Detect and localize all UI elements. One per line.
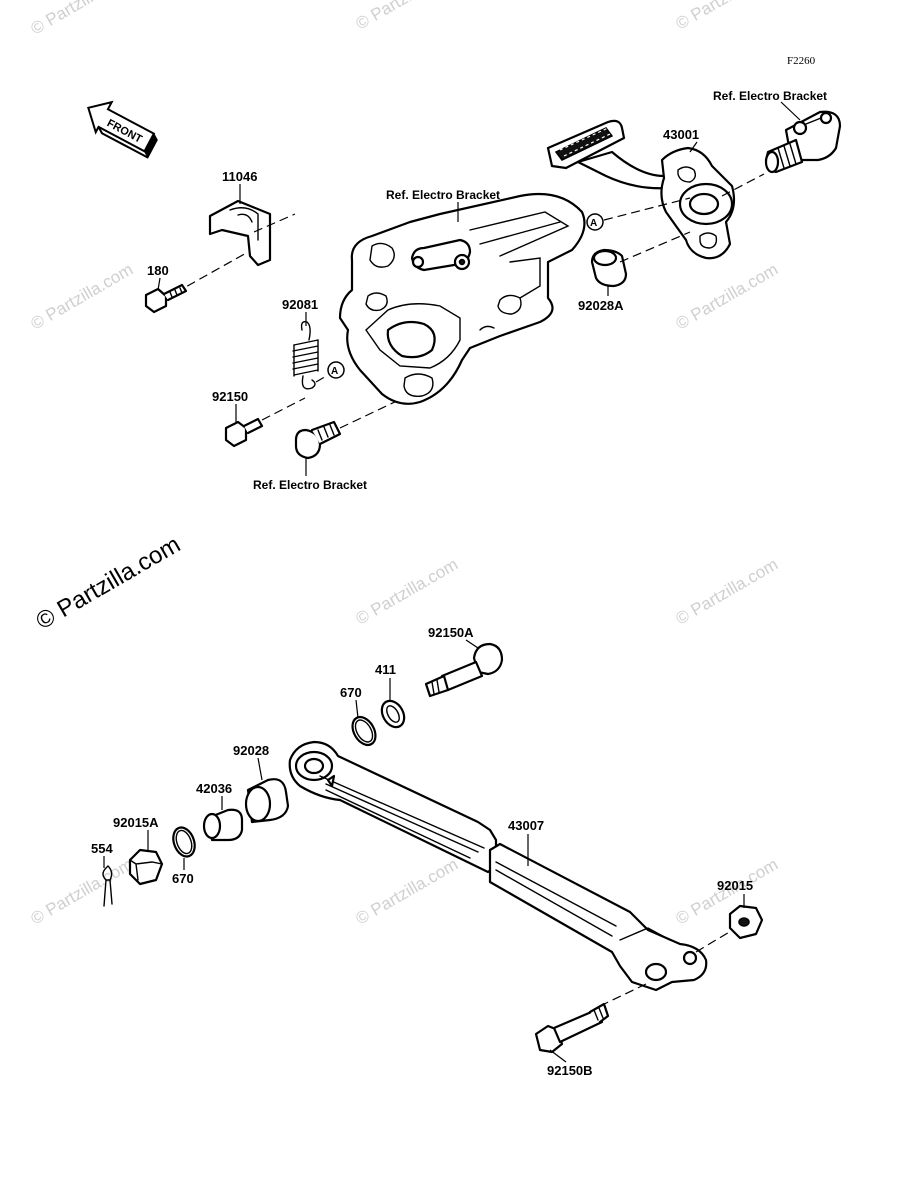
- part-label-92150: 92150: [212, 389, 248, 404]
- callout-a-top: A: [586, 213, 604, 231]
- part-label-92081: 92081: [282, 297, 318, 312]
- bolt-92150B: [534, 1002, 610, 1054]
- washer-411: [380, 699, 406, 729]
- watermark: © Partzilla.com: [28, 855, 137, 929]
- ring-670-top: [351, 715, 377, 747]
- part-label-92015: 92015: [717, 878, 753, 893]
- bolt-180: [144, 283, 188, 314]
- watermark: © Partzilla.com: [28, 0, 137, 38]
- collar-92028: [244, 778, 290, 824]
- part-label-92028: 92028: [233, 743, 269, 758]
- front-arrow: FRONT: [87, 100, 158, 159]
- pin-92150: [224, 397, 306, 448]
- collar-92028A: [590, 248, 628, 288]
- bushing-42036: [202, 808, 244, 842]
- brake-pedal-43001: [546, 119, 765, 263]
- watermark: © Partzilla.com: [353, 555, 462, 629]
- part-labels: 11046 180 92081 92150 43001 92028A 92150…: [91, 127, 753, 1078]
- clamp-11046: [174, 199, 296, 294]
- part-label-670-top: 670: [340, 685, 362, 700]
- pedal-pad-texture: [554, 127, 614, 161]
- watermark: © Partzilla.com: [353, 855, 462, 929]
- callout-a-left: A: [327, 361, 345, 379]
- part-label-554: 554: [91, 841, 113, 856]
- watermark: © Partzilla.com: [673, 555, 782, 629]
- watermark: © Partzilla.com: [28, 260, 137, 334]
- watermark-large: © Partzilla.com: [32, 531, 186, 635]
- watermark: © Partzilla.com: [353, 0, 462, 33]
- part-label-92150B: 92150B: [547, 1063, 593, 1078]
- callout-a-label: A: [590, 218, 597, 229]
- leader-lines: [103, 101, 801, 1063]
- watermark: © Partzilla.com: [673, 0, 782, 33]
- ref-label-bottom: Ref. Electro Bracket: [253, 478, 367, 492]
- spring-92081: [292, 320, 329, 390]
- part-label-411: 411: [375, 662, 396, 677]
- nut-92015A: [128, 848, 164, 886]
- part-label-92150A: 92150A: [428, 625, 474, 640]
- watermark: © Partzilla.com: [673, 260, 782, 334]
- ring-670-bottom: [172, 826, 196, 858]
- ref-label-center: Ref. Electro Bracket: [386, 188, 500, 202]
- pivot-bolt: [294, 389, 421, 460]
- part-label-92028A: 92028A: [578, 298, 624, 313]
- cotter-pin-554: [102, 865, 113, 907]
- ref-label-top-right: Ref. Electro Bracket: [713, 89, 827, 103]
- part-label-180: 180: [147, 263, 169, 278]
- reference-labels: Ref. Electro Bracket Ref. Electro Bracke…: [253, 89, 827, 492]
- part-label-92015A: 92015A: [113, 815, 159, 830]
- part-label-43007: 43007: [508, 818, 544, 833]
- pedal-pivot-bracket: [764, 110, 842, 174]
- part-label-670-bottom: 670: [172, 871, 194, 886]
- part-label-11046: 11046: [222, 169, 257, 184]
- electro-bracket: [338, 192, 586, 405]
- callout-a-label: A: [331, 366, 338, 377]
- bolt-92150A: [424, 642, 504, 698]
- part-label-43001: 43001: [663, 127, 699, 142]
- rod-43007: [288, 740, 737, 1007]
- nut-92015: [728, 904, 764, 940]
- part-label-42036: 42036: [196, 781, 232, 796]
- diagram-code: F2260: [787, 55, 816, 67]
